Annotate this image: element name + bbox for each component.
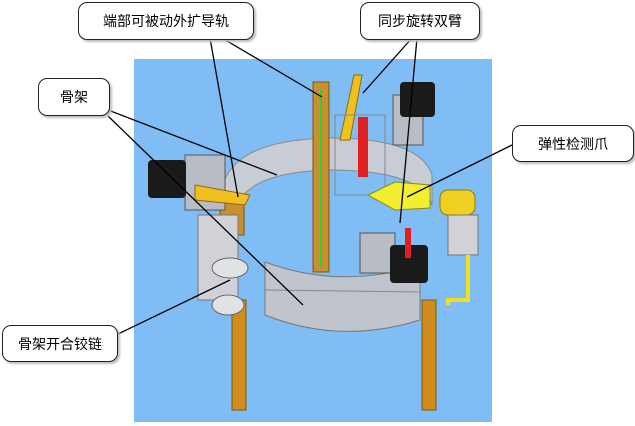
yellow-cable [446, 255, 470, 305]
label-elastic-claw: 弹性检测爪 [512, 125, 634, 162]
left-side-plate [197, 214, 239, 301]
right-side-block [447, 214, 479, 256]
right-motor [390, 245, 428, 283]
label-frame: 骨架 [38, 78, 110, 116]
hinge-knuckle-upper [211, 257, 249, 279]
claw-actuator [439, 189, 476, 216]
sync-belt [358, 117, 368, 177]
sync-arm-bracket [334, 114, 386, 196]
elastic-spring-claw [366, 181, 431, 211]
top-motor [400, 82, 435, 117]
right-belt [405, 228, 411, 258]
label-guide-rail: 端部可被动外扩导轨 [78, 2, 254, 40]
frame-ring-front [264, 261, 421, 332]
frame-ring-back [221, 137, 433, 212]
left-arm [194, 184, 251, 206]
right-gearbox [359, 232, 396, 274]
label-frame-hinge: 骨架开合铰链 [2, 325, 118, 362]
frame-rib [264, 289, 421, 293]
right-guide-rail [421, 299, 437, 411]
callout-lines [107, 37, 513, 336]
hinge-knuckle-lower [211, 294, 245, 316]
left-motor [148, 160, 186, 198]
left-guide-rail [231, 299, 247, 411]
label-sync-arms: 同步旋转双臂 [360, 2, 480, 40]
sync-arm [339, 74, 363, 141]
